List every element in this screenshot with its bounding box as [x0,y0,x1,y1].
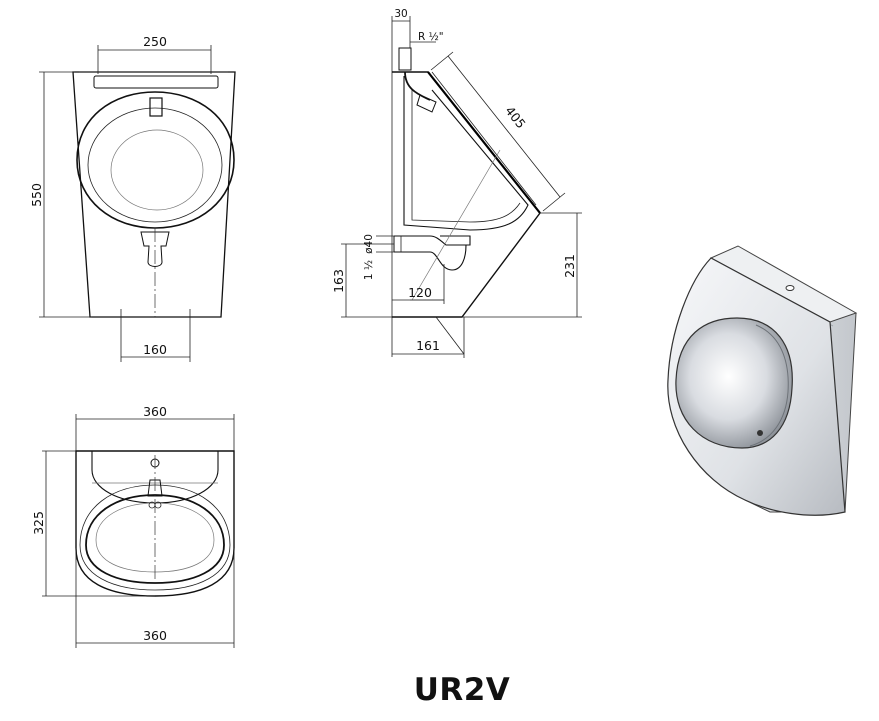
dim-160-label: 160 [143,342,167,357]
render-bowl-shadow [749,324,789,447]
render-inlet-hole [785,285,795,291]
dim-side-outlet-height: 231 [462,212,582,318]
render-drain [757,430,763,436]
front-bowl-basin [110,129,204,211]
render-bowl [675,317,793,449]
dim-side-slant-length: 405 [430,51,566,212]
side-front-inner-edge [431,71,537,206]
dim-top-width-lower: 360 [75,548,235,648]
side-front-edge [427,71,541,214]
dim-outlet-thread-label: 1 ½ [363,260,375,280]
top-valve [147,479,163,497]
side-view: 30 R ½" 405 231 163 ø40 [331,8,582,358]
top-bowl-inner [95,502,215,573]
dim-front-top-width: 250 [97,34,212,74]
dim-360-lower-label: 360 [143,628,167,643]
dim-front-bottom-spacing: 160 [120,317,191,362]
dim-diameter-label: ø40 [363,234,375,254]
dim-360-upper-label: 360 [143,404,167,419]
dim-side-pipe-offset: 30 [391,8,411,60]
dim-top-depth: 325 [31,450,155,597]
product-title: UR2V [414,672,511,708]
dim-top-width-upper: 360 [75,404,235,451]
dim-30-label: 30 [394,8,407,20]
side-inlet-pipe [398,47,412,71]
dim-163-label: 163 [331,269,346,293]
top-view: 360 325 360 [31,404,235,648]
dim-325-label: 325 [31,511,46,535]
dim-405-label: 405 [502,103,529,131]
dim-side-outlet-diameter: ø40 1 ½ [363,234,394,280]
side-valve [416,94,437,113]
front-bowl-rim [76,91,235,229]
front-bowl-inner [87,107,223,223]
side-inlet-hose [404,71,431,101]
side-bowl-cavity [403,76,529,231]
front-top-shelf [93,75,219,89]
dim-side-bottom-depth: 161 [392,316,465,358]
dim-120-label: 120 [408,285,432,300]
dim-250-label: 250 [143,34,167,49]
dim-231-label: 231 [562,254,577,278]
front-outlet-trap [140,231,170,267]
front-view: 250 550 160 [29,34,236,362]
dim-thread-label: R ½" [418,31,444,43]
dim-side-floor-height: 163 [331,243,394,318]
dim-550-label: 550 [29,183,44,207]
top-bowl-outer [79,484,231,591]
product-render [667,245,858,516]
top-body-outline [75,450,235,597]
side-bowl-inner [411,90,521,223]
side-outlet-trap [394,235,471,271]
top-bowl-rim [85,494,225,584]
front-inlet-fitting [149,97,163,117]
dim-side-outlet-depth: 120 [392,264,445,304]
dim-front-height: 550 [29,71,92,318]
side-construction-line [411,149,501,301]
dim-161-label: 161 [416,338,440,353]
